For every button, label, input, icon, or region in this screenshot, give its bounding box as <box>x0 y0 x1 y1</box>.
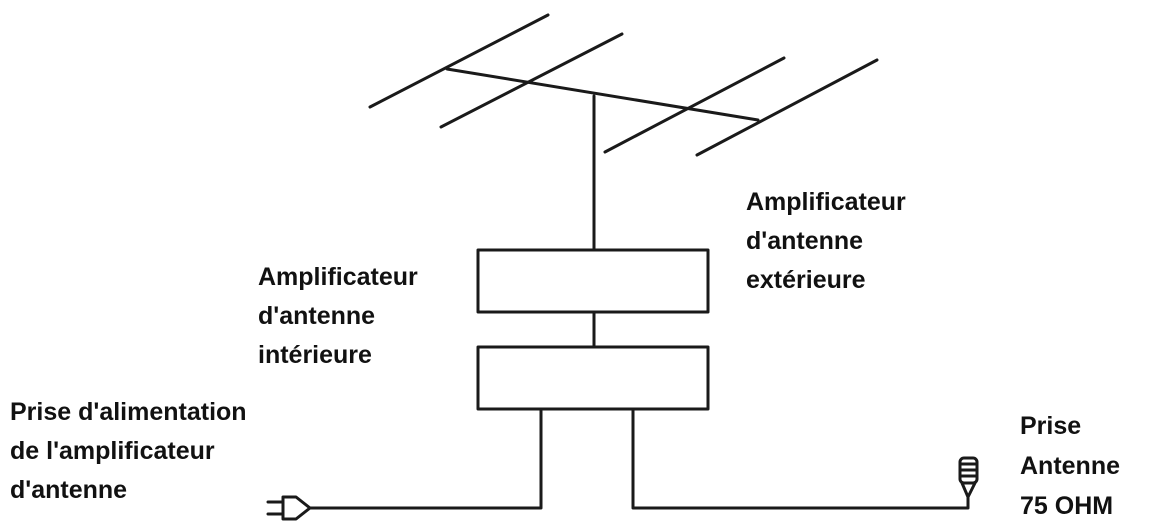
coaxial-socket-icon <box>958 456 979 499</box>
antenna-element <box>603 56 786 154</box>
antenna-socket-label: Prise Antenne 75 OHM <box>1020 412 1120 520</box>
antenna-boom <box>445 67 760 122</box>
power-socket-label: Prise d'alimentation de l'amplificateur … <box>10 398 247 504</box>
antenna-element <box>439 32 624 129</box>
antenna-output-cable <box>631 407 970 510</box>
indoor-amplifier-label: Amplificateur d'antenne intérieure <box>258 263 418 369</box>
antenna-icon <box>368 13 879 252</box>
antenna-element <box>368 13 550 109</box>
antenna-element <box>695 58 879 157</box>
power-cable <box>308 407 543 510</box>
indoor-amplifier-box <box>476 345 710 411</box>
power-plug-icon <box>266 495 312 521</box>
outdoor-amplifier-label: Amplificateur d'antenne extérieure <box>746 188 906 294</box>
outdoor-amplifier-box <box>476 248 710 314</box>
